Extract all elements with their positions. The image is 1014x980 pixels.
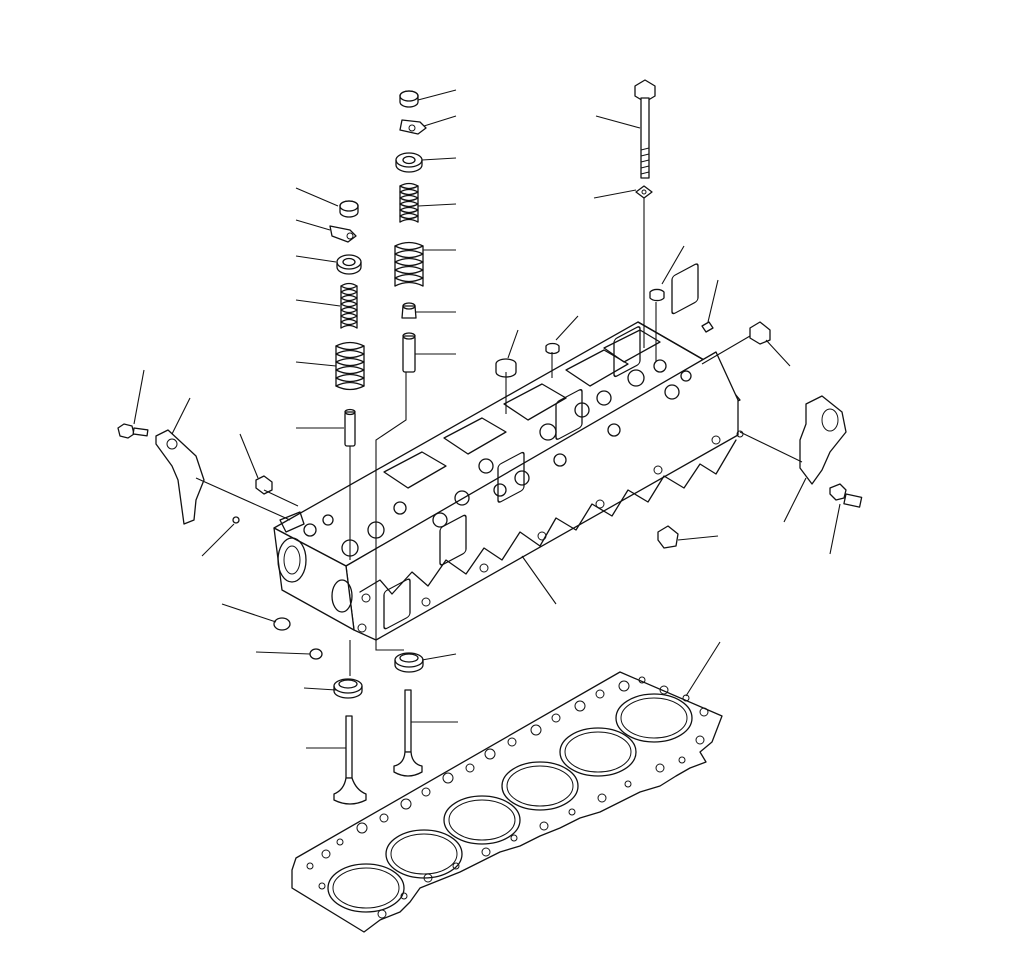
cup-plug (232, 288, 771, 660)
valve-collet-intake (399, 119, 427, 135)
head-gasket (291, 671, 723, 933)
deck-features (303, 329, 692, 557)
valve-spring-retainer-cap-exhaust (339, 200, 359, 218)
valve-stem-seal-intake (401, 302, 417, 319)
bracket-bolt (117, 423, 863, 508)
outer-valve-spring-exhaust (335, 341, 365, 391)
valve-seat-insert (333, 652, 424, 699)
inner-valve-spring-exhaust (340, 282, 358, 329)
exhaust-ports (383, 263, 699, 630)
outer-valve-spring-intake (394, 241, 424, 287)
lifting-bracket (155, 395, 847, 525)
valve-collet-exhaust (329, 225, 357, 243)
valve-spring-retainer-cap-intake (399, 90, 419, 108)
assembly-lines (195, 198, 803, 676)
valve-spring-seat-intake (395, 152, 423, 173)
callout-leaders (133, 89, 841, 749)
valve-guide-intake (402, 332, 416, 373)
valve-spring-seat-exhaust (336, 254, 362, 275)
inner-valve-spring-intake (399, 182, 419, 223)
cylinder-head (273, 263, 744, 641)
head-bolt-washer (635, 185, 653, 199)
gasket-holes (306, 676, 709, 919)
head-bolt (634, 79, 656, 179)
valve-guide-exhaust (344, 408, 356, 447)
exhaust-valve (393, 689, 423, 777)
intake-valve (333, 715, 367, 805)
